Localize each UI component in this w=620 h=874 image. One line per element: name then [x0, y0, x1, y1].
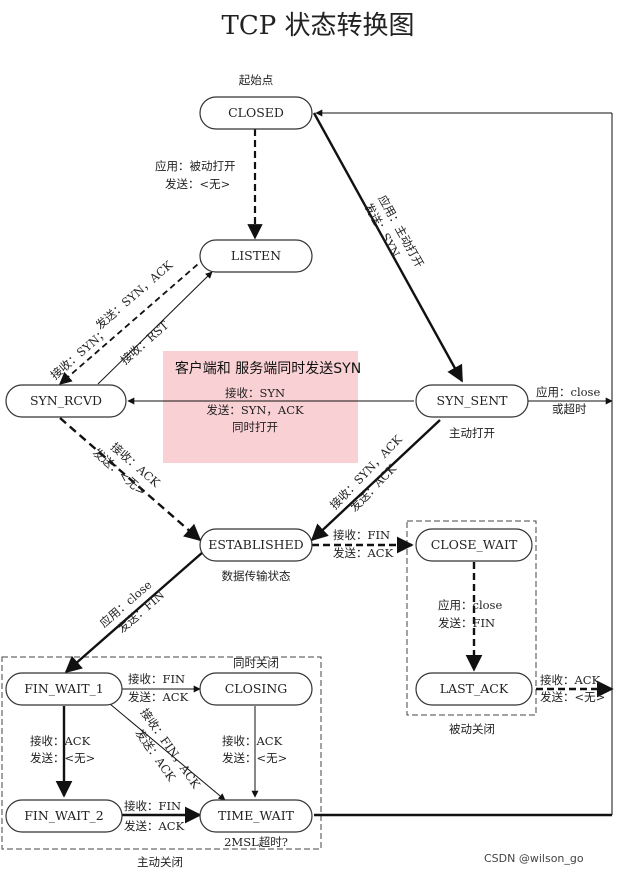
simultaneous-send-highlight: [163, 351, 358, 463]
edge-closed-synsent: [312, 112, 464, 383]
label-est-finwait1: 应用：close 发送：FIN: [97, 577, 167, 635]
state-time-wait-label: TIME_WAIT: [218, 808, 295, 823]
state-close-wait: CLOSE_WAIT: [415, 528, 533, 562]
state-listen: LISTEN: [199, 239, 313, 273]
highlight-text: 客户端和 服务端同时发送SYN: [175, 360, 361, 377]
label-closewait-lastack-2: 发送：FIN: [438, 616, 495, 630]
state-closing-label: CLOSING: [225, 681, 288, 696]
label-synsent-synrcvd-3: 同时打开: [232, 420, 278, 434]
state-closed: CLOSED: [199, 96, 313, 130]
note-active-close: 主动关闭: [137, 855, 183, 869]
state-closed-label: CLOSED: [228, 105, 284, 120]
state-established: ESTABLISHED: [199, 528, 313, 562]
note-start: 起始点: [239, 73, 274, 87]
label-closewait-lastack-1: 应用：close: [438, 598, 502, 612]
label-closing-timewait-1: 接收：ACK: [222, 734, 283, 748]
state-established-label: ESTABLISHED: [208, 537, 303, 552]
label-finwait2-timewait-2: 发送：ACK: [124, 819, 185, 833]
state-listen-label: LISTEN: [231, 248, 281, 263]
note-passive-close: 被动关闭: [449, 722, 495, 736]
label-synsent-close-1: 应用：close: [536, 385, 600, 399]
state-last-ack-label: LAST_ACK: [440, 681, 509, 696]
label-est-closewait-2: 发送：ACK: [333, 546, 394, 560]
state-close-wait-label: CLOSE_WAIT: [431, 537, 518, 552]
state-last-ack: LAST_ACK: [415, 672, 533, 706]
label-finwait1-closing-2: 发送：ACK: [128, 690, 189, 704]
label-lastack-closed-2: 发送：<无>: [540, 690, 605, 704]
state-fin-wait-1-label: FIN_WAIT_1: [24, 681, 104, 696]
label-closed-synsent: 应用：主动打开 发送：SYN: [361, 193, 426, 270]
label-synsent-synrcvd-2: 发送：SYN，ACK: [206, 403, 304, 417]
state-syn-sent-label: SYN_SENT: [437, 393, 509, 408]
label-synsent-close-2: 或超时: [552, 402, 587, 416]
state-syn-rcvd-label: SYN_RCVD: [30, 393, 102, 408]
state-closing: CLOSING: [199, 672, 313, 706]
csdn-watermark: CSDN @wilson_go: [484, 852, 584, 865]
note-data-transfer: 数据传输状态: [222, 569, 291, 583]
label-finwait1-closing-1: 接收：FIN: [128, 672, 185, 686]
edge-established-finwait1: [64, 551, 204, 674]
note-simultaneous-close: 同时关闭: [233, 656, 279, 670]
note-2msl-timeout: 2MSL超时?: [224, 835, 288, 849]
label-finwait1-finwait2-2: 发送：<无>: [30, 751, 95, 765]
label-finwait1-timewait: 接收：FIN，ACK 发送：ACK: [132, 706, 203, 792]
label-finwait1-finwait2-1: 接收：ACK: [30, 734, 91, 748]
state-fin-wait-2-label: FIN_WAIT_2: [24, 808, 104, 823]
passive-close-group: [406, 520, 537, 716]
state-fin-wait-1: FIN_WAIT_1: [5, 672, 123, 706]
label-closed-listen-2: 发送：<无>: [165, 177, 230, 191]
state-time-wait: TIME_WAIT: [199, 799, 313, 833]
state-syn-sent: SYN_SENT: [415, 384, 529, 418]
label-synrcvd-established: 接收：ACK 发送：<无>: [90, 440, 163, 499]
edge-finwait1-timewait: [109, 703, 226, 801]
state-fin-wait-2: FIN_WAIT_2: [5, 799, 123, 833]
edge-synrcvd-listen: [97, 271, 213, 385]
label-lastack-closed-1: 接收：ACK: [540, 673, 601, 687]
label-listen-synrcvd-recv: 接收：SYN；: [48, 325, 111, 383]
state-syn-rcvd: SYN_RCVD: [5, 384, 127, 418]
label-synsent-synrcvd-1: 接收：SYN: [225, 386, 285, 400]
note-active-open: 主动打开: [449, 426, 495, 440]
label-listen-synrcvd-recv-group: 接收：SYN；: [48, 325, 111, 383]
label-closing-timewait-2: 发送：<无>: [222, 751, 287, 765]
edge-synrcvd-established: [59, 417, 202, 542]
edge-listen-synrcvd: [59, 257, 206, 385]
edge-synsent-established: [310, 419, 441, 542]
active-close-group: [1, 656, 322, 850]
label-finwait2-timewait-1: 接收：FIN: [124, 799, 181, 813]
diagram-title: TCP 状态转换图: [222, 11, 415, 41]
label-est-closewait-1: 接收：FIN: [333, 528, 390, 542]
label-closed-listen-1: 应用：被动打开: [155, 159, 236, 173]
